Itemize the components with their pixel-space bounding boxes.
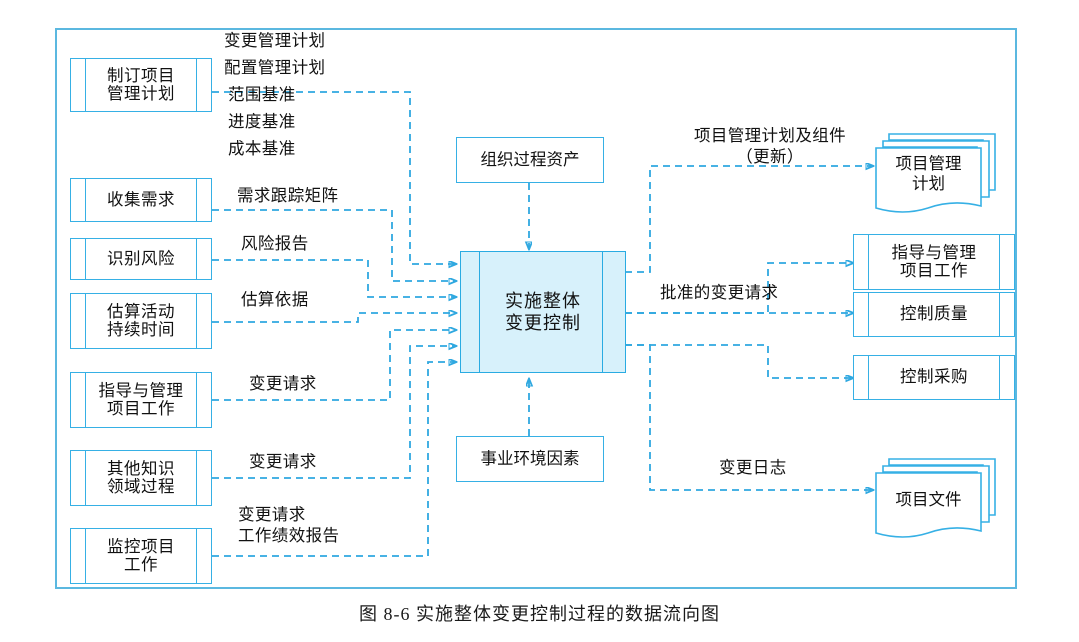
- flow-label: 变更请求: [249, 374, 317, 393]
- output-label-3: 控制采购: [900, 367, 968, 387]
- flow-label: 估算依据: [241, 290, 309, 309]
- input-process-label-3: 估算活动 持续时间: [107, 301, 175, 339]
- flow-label: 变更管理计划: [224, 31, 326, 50]
- flow-label: 进度基准: [228, 112, 296, 131]
- central-process-label: 实施整体 变更控制: [505, 290, 581, 334]
- flow-label: 配置管理计划: [224, 58, 326, 77]
- input-process-box[interactable]: 指导与管理 项目工作: [70, 372, 212, 428]
- input-process-label-4: 指导与管理 项目工作: [98, 380, 184, 418]
- output-document-stack[interactable]: 项目文件: [873, 453, 1001, 545]
- figure-caption: 图 8-6 实施整体变更控制过程的数据流向图: [359, 604, 720, 624]
- output-process-box[interactable]: 控制质量: [853, 292, 1015, 337]
- input-process-box[interactable]: 估算活动 持续时间: [70, 293, 212, 349]
- output-label-2: 控制质量: [900, 304, 968, 324]
- flow-label: 批准的变更请求: [660, 283, 779, 302]
- output-label-4: 项目文件: [895, 490, 962, 509]
- output-label-1: 指导与管理 项目工作: [891, 242, 977, 280]
- flow-label: 项目管理计划及组件 （更新）: [693, 126, 847, 166]
- input-process-box[interactable]: 识别风险: [70, 238, 212, 280]
- diagram-outer-frame: [55, 28, 1017, 589]
- enterprise-input-box[interactable]: 事业环境因素: [456, 436, 604, 482]
- input-process-label-0: 制订项目 管理计划: [107, 65, 175, 103]
- input-process-box[interactable]: 监控项目 工作: [70, 528, 212, 584]
- input-process-label-6: 监控项目 工作: [107, 536, 175, 574]
- document-stack-icon: [875, 458, 996, 538]
- input-process-box[interactable]: 制订项目 管理计划: [70, 58, 212, 112]
- output-document-stack[interactable]: 项目管理 计划: [873, 128, 1001, 220]
- document-stack-icon: [875, 133, 996, 213]
- output-process-box[interactable]: 指导与管理 项目工作: [853, 234, 1015, 290]
- flow-label: 变更请求: [249, 452, 317, 471]
- input-process-label-2: 识别风险: [107, 248, 175, 268]
- input-process-label-1: 收集需求: [107, 189, 175, 209]
- output-label-0: 项目管理 计划: [895, 154, 962, 193]
- flow-label: 变更日志: [719, 458, 787, 477]
- flow-label: 范围基准: [228, 85, 296, 104]
- output-process-box[interactable]: 控制采购: [853, 355, 1015, 400]
- input-process-box[interactable]: 收集需求: [70, 178, 212, 222]
- enterprise-input-label-1: 事业环境因素: [480, 448, 580, 468]
- central-process-box[interactable]: 实施整体 变更控制: [460, 251, 626, 373]
- flow-label: 成本基准: [228, 139, 296, 158]
- flow-label: 变更请求 工作绩效报告: [238, 505, 340, 545]
- input-process-box[interactable]: 其他知识 领域过程: [70, 450, 212, 506]
- enterprise-input-label-0: 组织过程资产: [480, 149, 580, 169]
- input-process-label-5: 其他知识 领域过程: [107, 458, 175, 496]
- flow-label: 需求跟踪矩阵: [237, 186, 339, 205]
- flow-label: 风险报告: [241, 234, 309, 253]
- enterprise-input-box[interactable]: 组织过程资产: [456, 137, 604, 183]
